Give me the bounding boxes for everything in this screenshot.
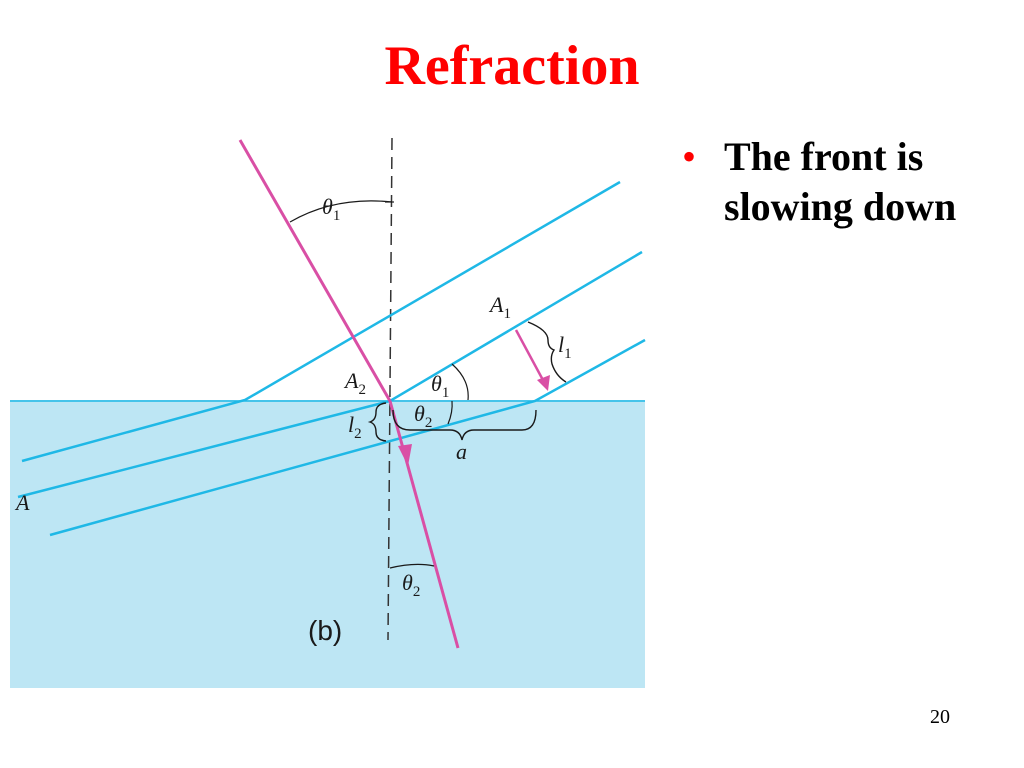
bullet-text: The front is slowing down bbox=[724, 134, 957, 229]
page-number: 20 bbox=[930, 706, 950, 728]
label-theta2-low: θ2 bbox=[402, 570, 420, 600]
label-l2: l2 bbox=[348, 412, 362, 442]
a-brace bbox=[392, 409, 537, 441]
a1-ray-segment bbox=[514, 329, 546, 383]
slide-title: Refraction bbox=[384, 35, 640, 97]
label-theta2-mid: θ2 bbox=[414, 401, 432, 431]
incident-ray bbox=[238, 139, 392, 402]
theta2-mid-arc bbox=[447, 400, 453, 425]
label-theta1-mid: θ1 bbox=[431, 371, 449, 401]
wavefront-1 bbox=[21, 180, 621, 463]
l2-brace bbox=[367, 402, 387, 442]
bullet-list: • The front is slowing down bbox=[680, 132, 1010, 232]
refraction-figure: θ1 A1 l1 A2 θ1 θ2 l2 a A θ2 (b) bbox=[10, 137, 646, 688]
bullet-item: • The front is slowing down bbox=[680, 132, 1010, 232]
theta2-low-arc bbox=[389, 563, 435, 569]
label-l1: l1 bbox=[558, 332, 572, 362]
normal-line bbox=[387, 137, 393, 641]
water-region bbox=[10, 400, 645, 688]
label-A: A bbox=[14, 490, 30, 515]
bullet-marker: • bbox=[682, 134, 697, 179]
a1-ray-arrowhead bbox=[537, 375, 550, 391]
theta1-top-arc bbox=[289, 200, 393, 223]
label-A2: A2 bbox=[343, 368, 366, 398]
wavefront-3 bbox=[49, 338, 646, 537]
label-theta1-top: θ1 bbox=[322, 194, 340, 224]
label-A1: A1 bbox=[488, 292, 511, 322]
refracted-ray bbox=[388, 400, 460, 649]
panel-label: (b) bbox=[308, 615, 342, 646]
label-a: a bbox=[456, 439, 467, 464]
refracted-ray-arrowhead bbox=[398, 444, 412, 466]
l1-brace bbox=[527, 321, 567, 383]
theta1-mid-arc bbox=[451, 363, 469, 401]
